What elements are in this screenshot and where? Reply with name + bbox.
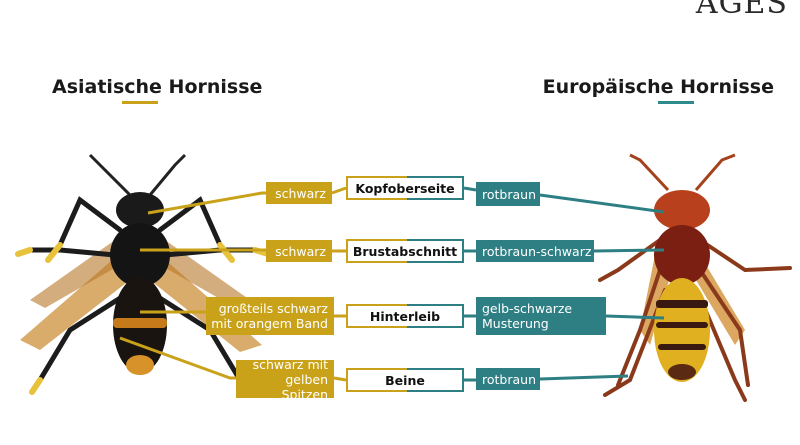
asian-abdomen-color: großteils schwarz mit orangem Band <box>206 297 334 335</box>
european-connector-lines <box>463 186 665 382</box>
asian-head-color: schwarz <box>266 182 332 204</box>
european-thorax-color: rotbraun-schwarz <box>476 240 594 262</box>
asian-hornet-heading: Asiatische Hornisse <box>52 76 263 98</box>
european-head-color: rotbraun <box>476 182 540 206</box>
asian-hornet-illustration <box>15 153 271 395</box>
european-hornet-illustration <box>598 153 792 402</box>
feature-label-thorax: Brustabschnitt <box>346 239 464 263</box>
asian-heading-underline <box>122 101 158 104</box>
feature-label-legs: Beine <box>346 368 464 392</box>
ages-logo: AGES <box>695 0 788 21</box>
european-hornet-heading: Europäische Hornisse <box>542 76 774 98</box>
european-abdomen-color: gelb-schwarze Musterung <box>476 297 606 335</box>
european-heading-underline <box>658 101 694 104</box>
feature-label-abdomen: Hinterleib <box>346 304 464 328</box>
european-legs-color: rotbraun <box>476 368 540 390</box>
feature-label-head: Kopfoberseite <box>346 176 464 200</box>
asian-connector-lines <box>119 186 347 382</box>
asian-thorax-color: schwarz <box>266 240 332 262</box>
asian-legs-color: schwarz mit gelben Spitzen <box>236 357 334 402</box>
